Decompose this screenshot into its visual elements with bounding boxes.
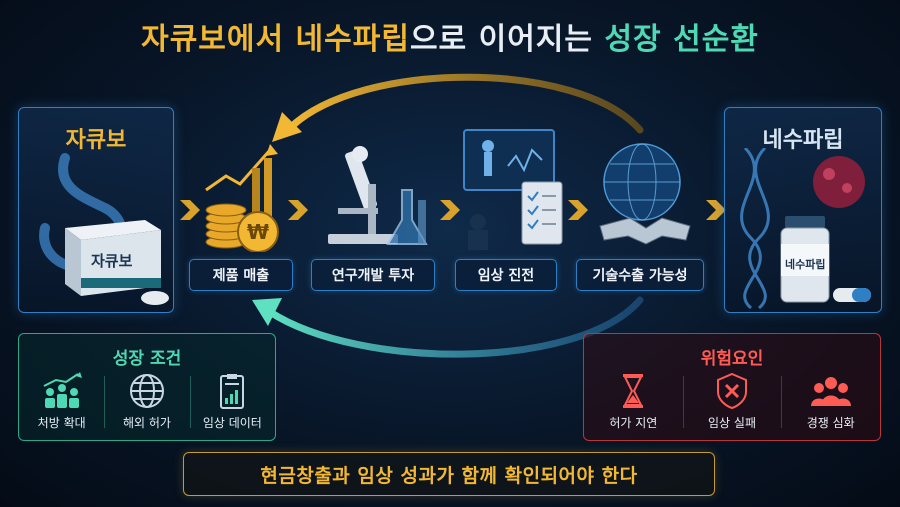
- risk-item-label: 임상 실패: [708, 416, 756, 430]
- chevron-arrow-1: [180, 200, 200, 220]
- product-box-icon: [65, 220, 161, 296]
- risk-box-title: 위험요인: [700, 349, 764, 369]
- risk-item-clinical-failure: 임상 실패: [682, 372, 782, 431]
- risk-item-competition: 경쟁 심화: [781, 372, 880, 431]
- growth-conditions-box: 성장 조건 처방 확대: [18, 333, 276, 441]
- dna-vial-illustration: [740, 148, 871, 310]
- title-part-gold: 자큐보에서 네수파립: [141, 22, 410, 57]
- left-product-panel: 자큐보 자큐보: [18, 107, 174, 313]
- risk-item-label: 경쟁 심화: [806, 416, 855, 430]
- growth-box-title: 성장 조건: [112, 349, 182, 369]
- risk-factors-box: 위험요인 허가 지연 임상 실패: [583, 333, 881, 441]
- chevron-arrow-3: [440, 200, 460, 220]
- risk-item-label: 허가 지연: [609, 416, 658, 430]
- hourglass-icon: [623, 374, 644, 408]
- vial-icon: [780, 216, 830, 303]
- left-panel-title: 자큐보: [65, 128, 127, 153]
- page-title: 자큐보에서 네수파립으로 이어지는 성장 선순환: [0, 14, 900, 58]
- coins-growth-icon: ₩: [205, 144, 279, 252]
- step-tech-export: 기술수출 가능성: [576, 259, 704, 291]
- pill-icon: [141, 291, 169, 305]
- bottom-return-arrow: [266, 296, 644, 358]
- globe-icon: [129, 374, 164, 408]
- dna-icon: [740, 148, 770, 310]
- clipboard-icon: [220, 374, 245, 409]
- cell-icon: [813, 156, 865, 208]
- top-arrowhead: [272, 112, 302, 142]
- chevron-arrow-4: [568, 200, 588, 220]
- title-part-white: 으로 이어지는: [409, 22, 605, 57]
- competitors-icon: [810, 377, 851, 406]
- people-growth-icon: [43, 372, 82, 408]
- chevron-arrow-5: [706, 200, 726, 220]
- step-clinical-progress: 임상 진전: [455, 259, 557, 291]
- product-box-label: 자큐보: [91, 252, 133, 270]
- growth-item-prescription: 처방 확대: [19, 372, 104, 431]
- stomach-box-illustration: [39, 153, 169, 305]
- right-pipeline-panel: 네수파립 네수파립: [724, 107, 882, 313]
- growth-item-label: 처방 확대: [37, 416, 86, 430]
- svg-text:₩: ₩: [247, 220, 269, 244]
- risk-item-approval-delay: 허가 지연: [584, 372, 683, 431]
- bottom-arrowhead: [252, 298, 282, 326]
- capsule-icon: [833, 288, 871, 302]
- growth-item-clinical-data: 임상 데이터: [189, 372, 275, 431]
- step-rnd-investment: 연구개발 투자: [311, 259, 435, 291]
- chevron-arrow-2: [288, 200, 308, 220]
- vial-label: 네수파립: [785, 258, 826, 271]
- step-product-sales: 제품 매출: [189, 259, 293, 291]
- title-part-teal: 성장 선순환: [604, 22, 759, 57]
- growth-item-label: 해외 허가: [123, 416, 171, 430]
- right-panel-title: 네수파립: [762, 128, 844, 153]
- microscope-icon: [328, 146, 428, 245]
- conclusion-banner: 현금창출과 임상 성과가 함께 확인되어야 한다: [183, 452, 715, 496]
- globe-handshake-icon: [599, 143, 691, 245]
- growth-item-label: 임상 데이터: [202, 416, 262, 430]
- shield-x-icon: [717, 372, 747, 410]
- clinical-checklist-icon: [463, 129, 563, 250]
- top-return-arrow: [286, 73, 644, 134]
- growth-item-overseas: 해외 허가: [104, 372, 189, 431]
